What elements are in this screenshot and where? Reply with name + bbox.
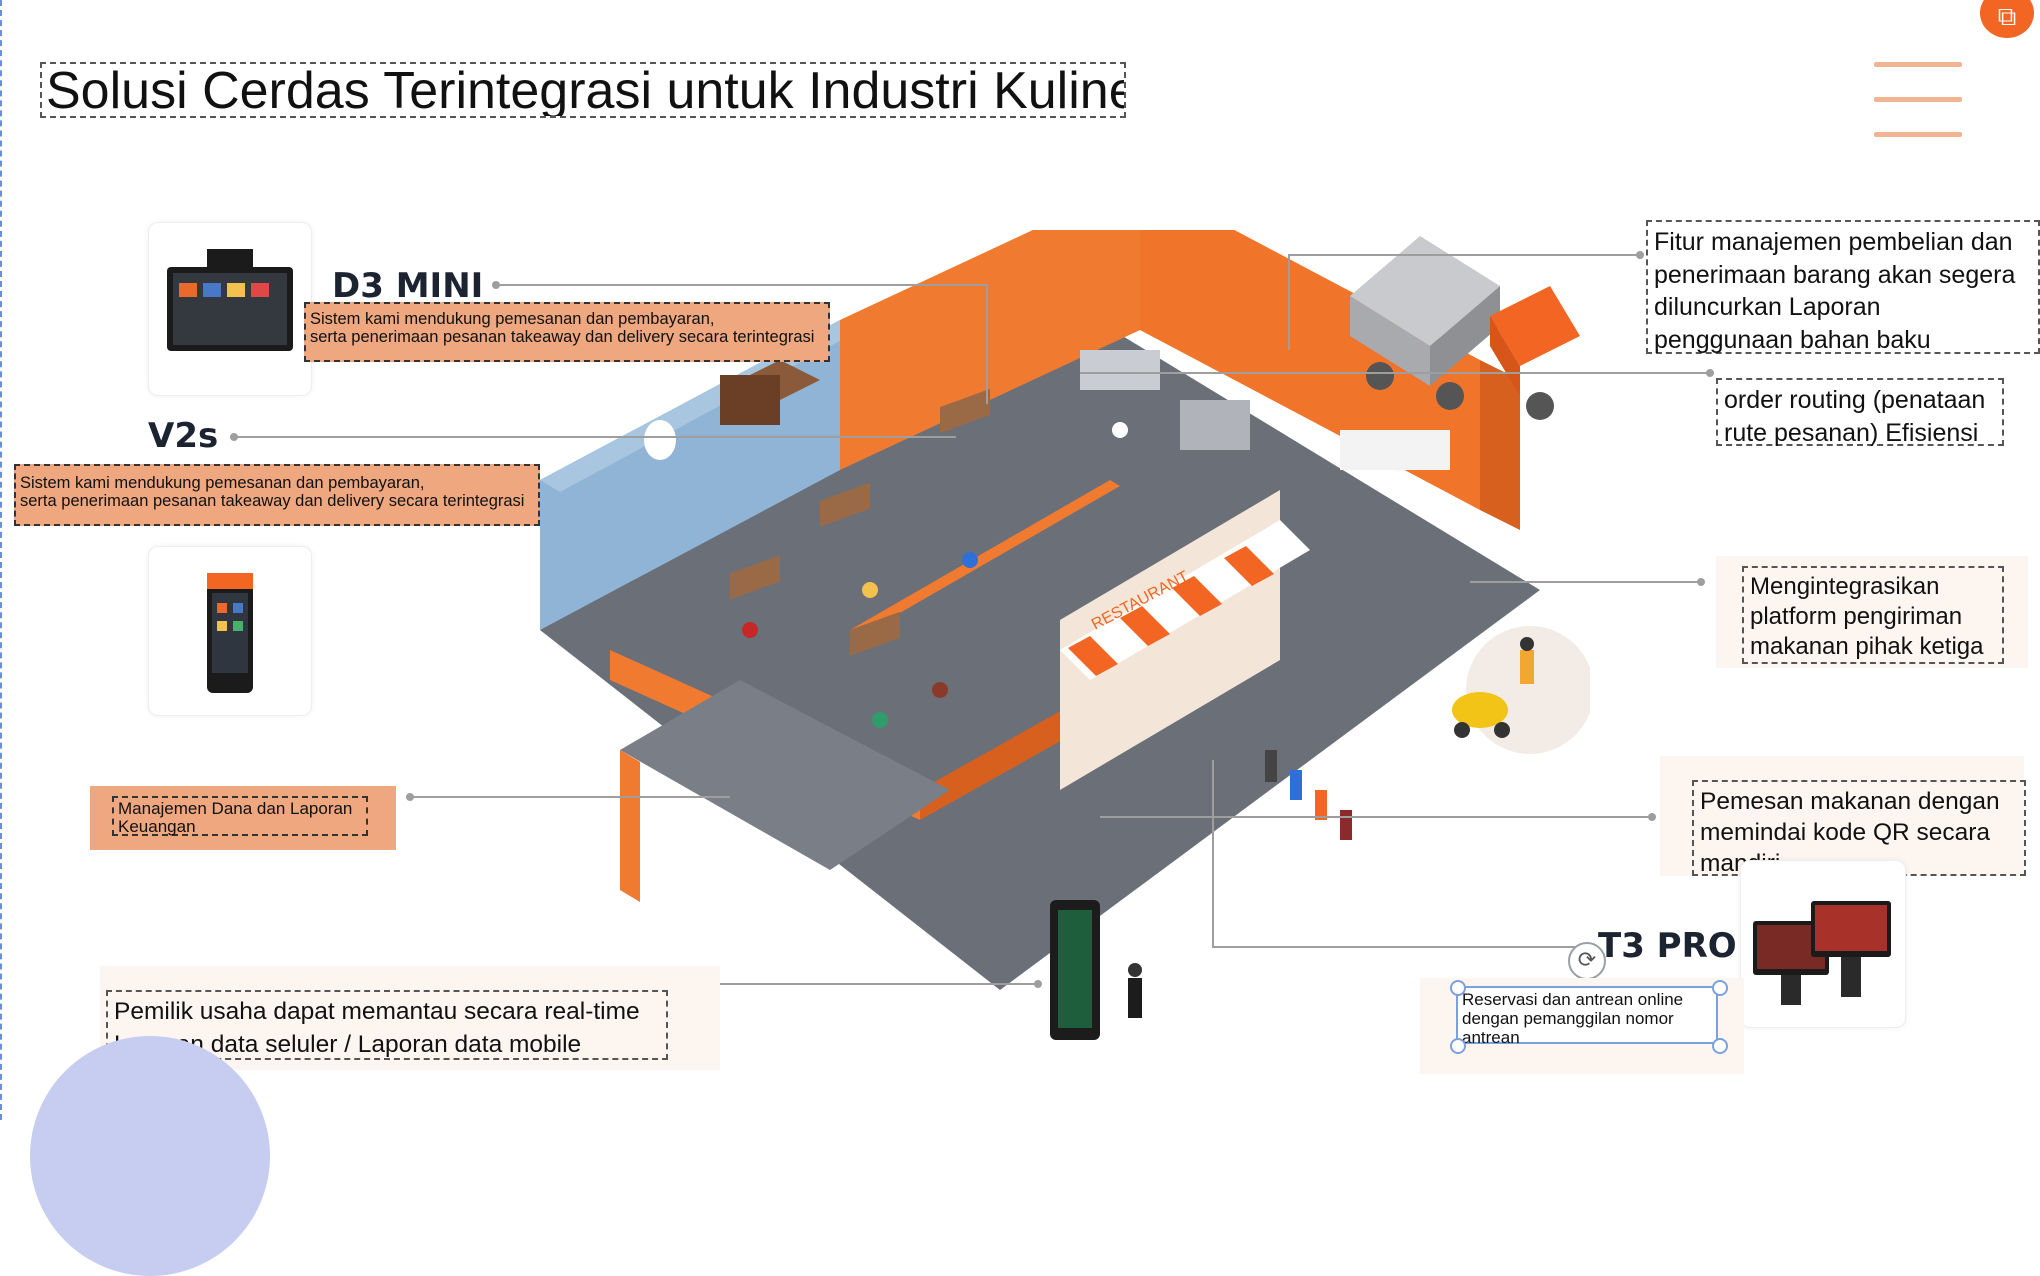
d3mini-device-card[interactable] (148, 222, 312, 396)
selection-handle[interactable] (1712, 1038, 1728, 1054)
purchase-note-line2: penerimaan barang akan segera (1654, 260, 2016, 289)
routing-note-line2: rute pesanan) Efisiensi (1724, 418, 1979, 447)
qr-note-line1: Pemesan makanan dengan (1700, 788, 2000, 815)
connector-dot (492, 281, 500, 289)
delivery-note-line3: makanan pihak ketiga (1750, 633, 1984, 660)
delivery-truck-illustration (1350, 236, 1580, 420)
t3pro-note-line2: dengan pemanggilan nomor (1462, 1009, 1674, 1028)
menu-icon[interactable] (1874, 62, 1962, 142)
page-title[interactable]: Solusi Cerdas Terintegrasi untuk Industr… (40, 62, 1126, 118)
v2s-note-line2: serta penerimaan pesanan takeaway dan de… (20, 492, 525, 510)
restaurant-illustration: RESTAURANT (540, 230, 1540, 990)
qr-note-bg (1660, 756, 2024, 876)
t3pro-device-icon (1753, 901, 1891, 1005)
d3mini-title: D3 MINI (332, 266, 484, 306)
connector-dot (1697, 578, 1705, 586)
t3pro-device-card[interactable] (1740, 860, 1906, 1028)
d3mini-note-line2: serta penerimaan pesanan takeaway dan de… (310, 328, 815, 346)
connector-dot (1034, 980, 1042, 988)
monitor-note-line1: Pemilik usaha dapat memantau secara real… (114, 998, 640, 1025)
finance-note[interactable]: Manajemen Dana dan Laporan Keuangan (90, 786, 396, 850)
connector-t3pro-v (1212, 760, 1214, 946)
v2s-title: V2s (148, 416, 219, 456)
rotate-handle-icon[interactable]: ⟳ (1568, 942, 1606, 980)
qr-note[interactable]: Pemesan makanan dengan memindai kode QR … (1692, 780, 2026, 877)
connector-qr (1100, 816, 1650, 818)
connector-dot (1636, 251, 1644, 259)
delivery-note-line1: Mengintegrasikan (1750, 573, 1940, 600)
selection-handle[interactable] (1450, 1038, 1466, 1054)
purchase-note-line1: Fitur manajemen pembelian dan (1654, 228, 2013, 256)
connector-dot (1648, 813, 1656, 821)
routing-note-line1: order routing (penataan (1724, 386, 1986, 414)
routing-note[interactable]: order routing (penataan rute pesanan) Ef… (1716, 378, 2004, 447)
decorative-circle (30, 1036, 270, 1276)
connector-t3pro (1212, 946, 1582, 948)
delivery-scooter-illustration (1452, 626, 1590, 754)
delivery-note[interactable]: Mengintegrasikan platform pengiriman mak… (1742, 566, 2004, 664)
connector-purchase (1290, 254, 1640, 256)
connector-d3mini (496, 284, 986, 286)
connector-dot (1706, 369, 1714, 377)
finance-note-line2: Keuangan (118, 817, 196, 836)
v2s-note-line1: Sistem kami mendukung pemesanan dan pemb… (20, 474, 425, 492)
d3mini-device-icon (167, 249, 293, 351)
connector-delivery (1470, 581, 1700, 583)
t3pro-note-line3: antrean (1462, 1028, 1520, 1047)
connector-routing (1080, 372, 1710, 374)
selection-handle[interactable] (1712, 980, 1728, 996)
purchase-note-line3: diluncurkan Laporan (1654, 293, 1881, 321)
t3pro-title: T3 PRO (1598, 926, 1737, 966)
d3mini-note[interactable]: Sistem kami mendukung pemesanan dan pemb… (304, 302, 830, 362)
connector-purchase-v (1288, 254, 1290, 350)
purchase-note[interactable]: Fitur manajemen pembelian dan penerimaan… (1646, 220, 2040, 354)
chat-badge-icon[interactable]: ⧉ (1980, 0, 2034, 38)
connector-monitor (428, 983, 1038, 985)
connector-finance (410, 796, 730, 798)
delivery-note-bg (1716, 556, 2028, 668)
delivery-note-line2: platform pengiriman (1750, 603, 1963, 630)
connector-dot (230, 433, 238, 441)
qr-note-line2: memindai kode QR secara (1700, 819, 1991, 846)
connector-dot (406, 793, 414, 801)
left-guide-line (0, 0, 2, 1120)
selection-handle[interactable] (1450, 980, 1466, 996)
purchase-note-line4: penggunaan bahan baku (1654, 325, 1931, 354)
connector-d3mini-v (986, 284, 988, 404)
v2s-device-card[interactable] (148, 546, 312, 716)
connector-v2s (236, 436, 956, 438)
kiosk-illustration (1050, 900, 1142, 1040)
v2s-note[interactable]: Sistem kami mendukung pemesanan dan pemb… (14, 464, 540, 526)
t3pro-note[interactable]: Reservasi dan antrean online dengan pema… (1456, 986, 1718, 1047)
finance-note-line1: Manajemen Dana dan Laporan (118, 799, 353, 818)
v2s-device-icon (207, 573, 253, 693)
t3pro-note-line1: Reservasi dan antrean online (1462, 990, 1684, 1009)
d3mini-note-line1: Sistem kami mendukung pemesanan dan pemb… (310, 310, 715, 328)
